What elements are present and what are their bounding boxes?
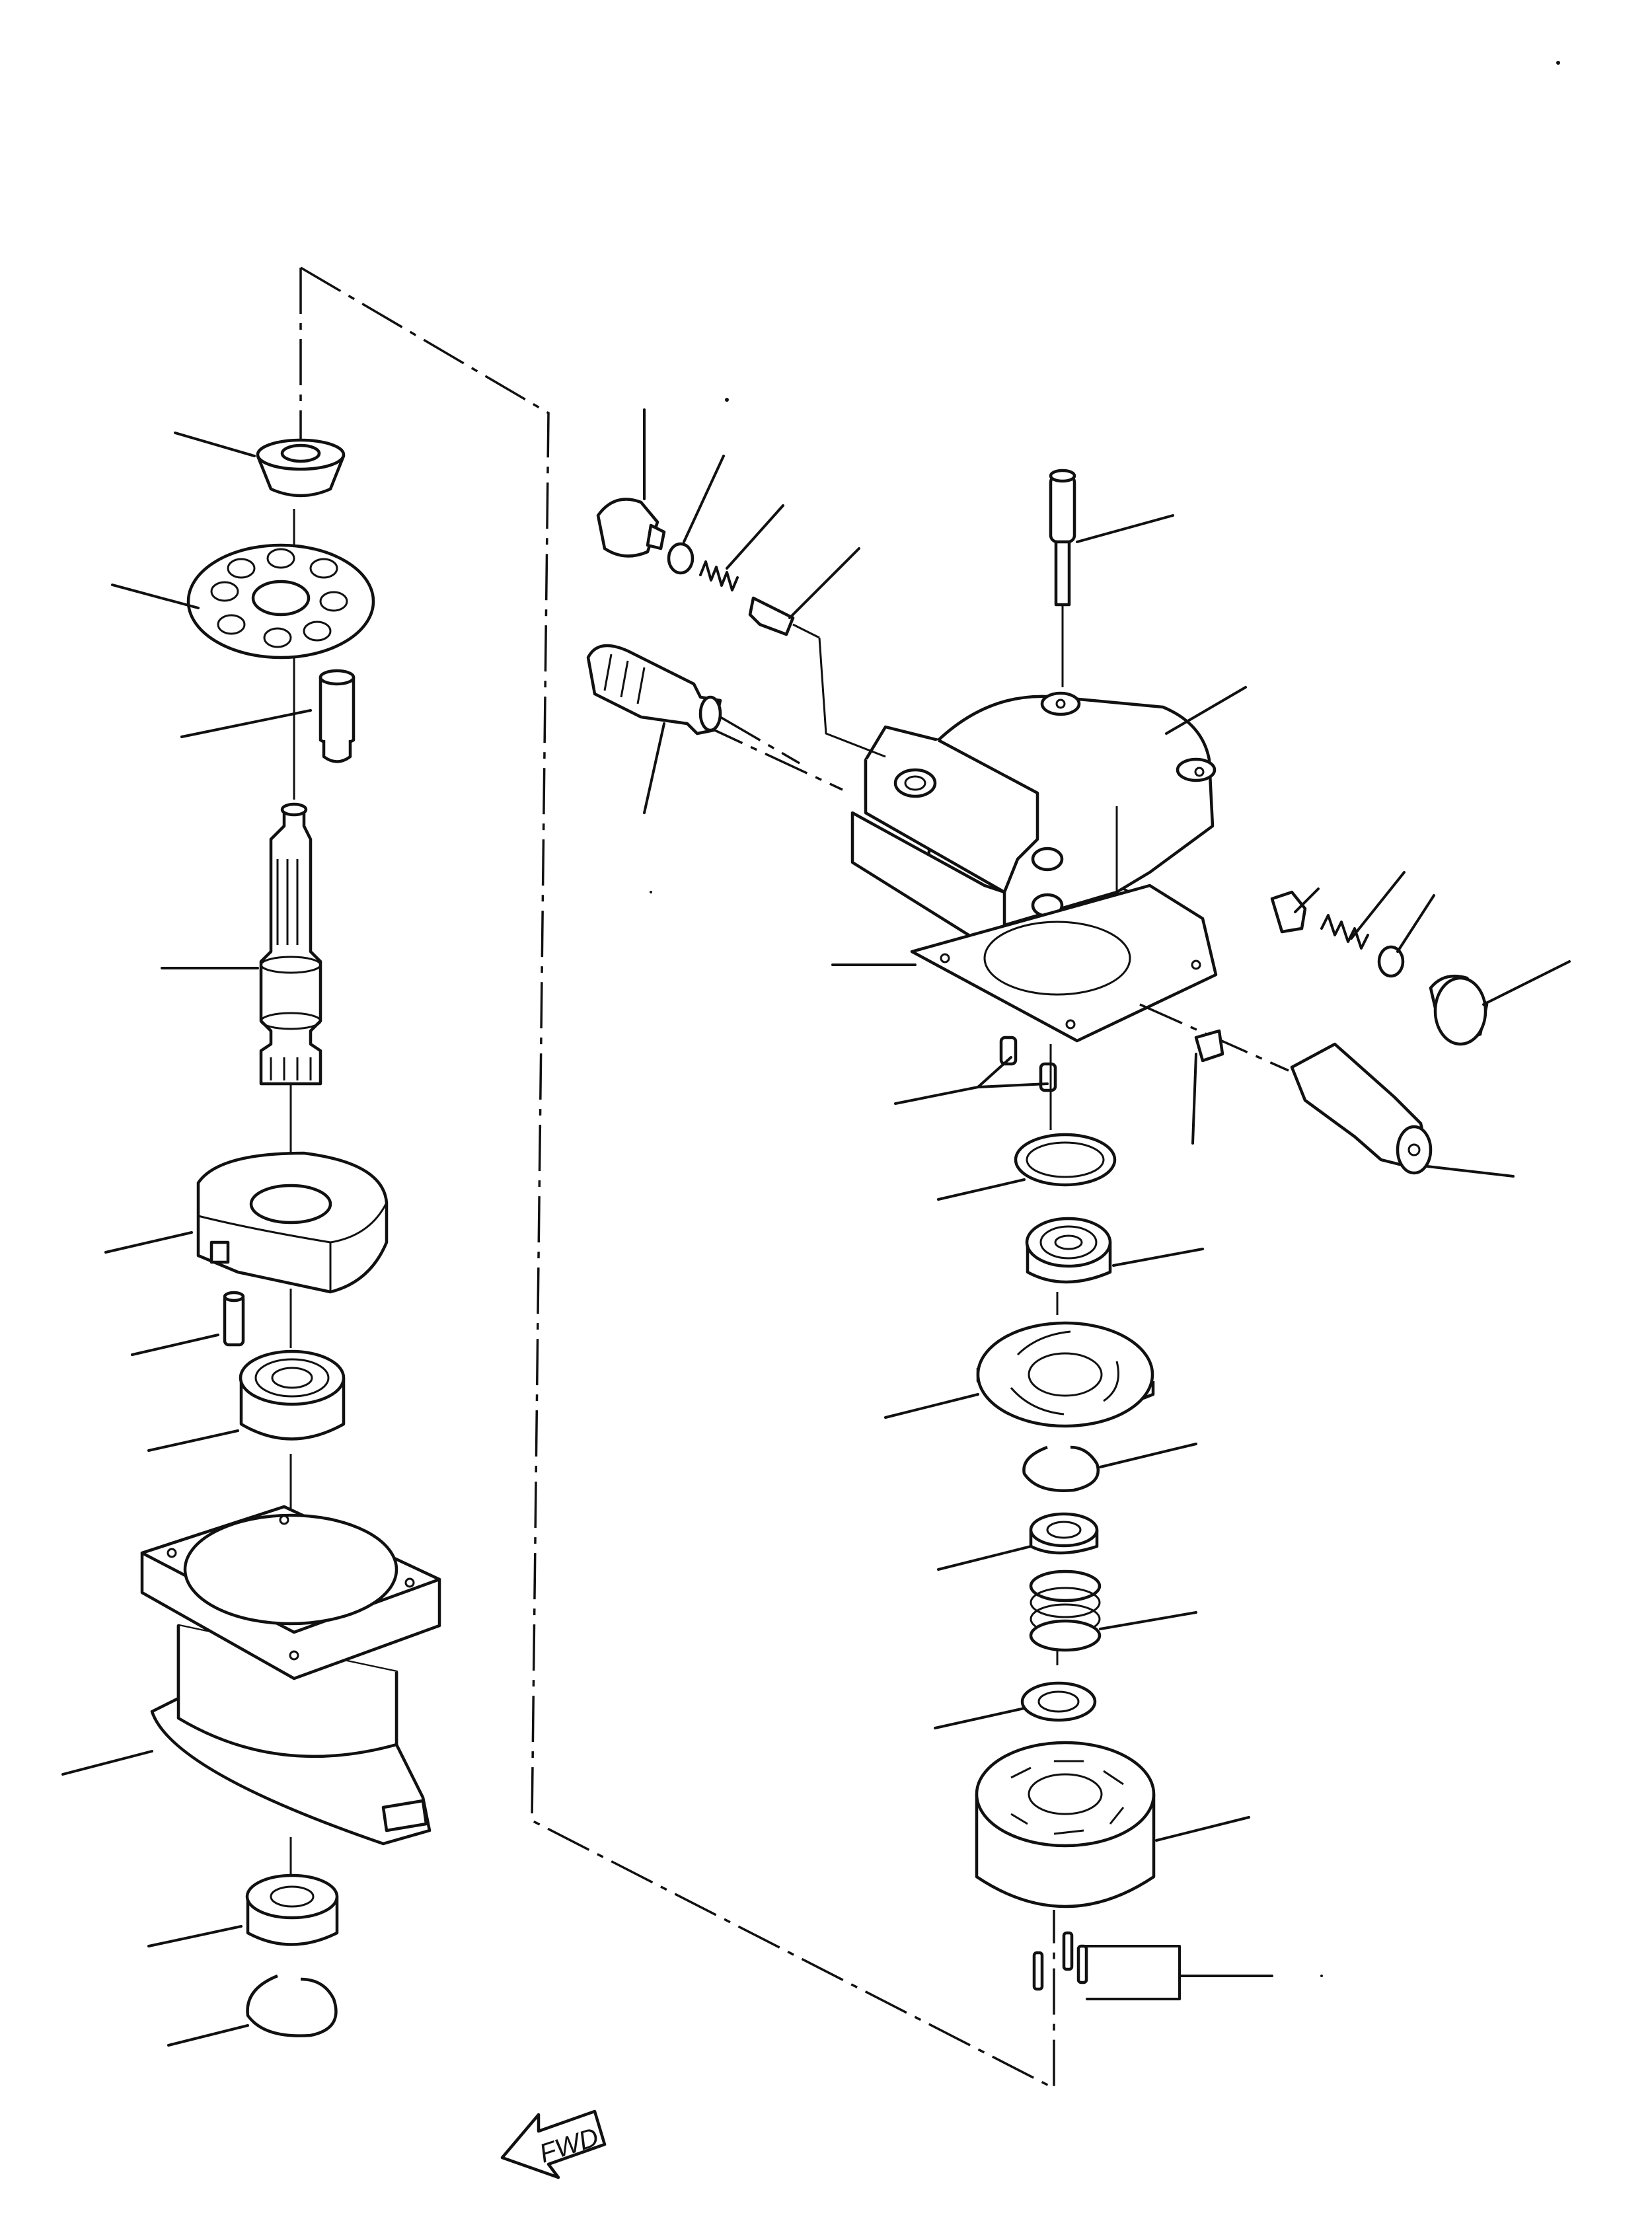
cone-nut xyxy=(256,438,346,498)
valve-cover xyxy=(850,691,1217,954)
right-leader-lines xyxy=(643,408,1571,2000)
ball-bearing-right xyxy=(1025,1217,1112,1284)
plug-upper-left xyxy=(596,498,666,558)
poppet-upper-left xyxy=(748,596,886,758)
coil-spring xyxy=(1029,1569,1102,1652)
o-ring-right xyxy=(1377,945,1405,978)
spring-right xyxy=(1320,914,1369,950)
perforated-plate xyxy=(186,543,375,660)
oil-seal xyxy=(245,1873,339,1946)
pin xyxy=(223,1291,245,1347)
spring-upper-left xyxy=(699,560,739,591)
left-leader-lines xyxy=(61,432,312,2047)
spring-seat xyxy=(1029,1512,1099,1555)
cap-screw xyxy=(1049,469,1076,687)
plug-right xyxy=(1429,974,1489,1046)
poppet-right xyxy=(1270,890,1307,934)
pin-set xyxy=(1032,1931,1088,1991)
snap-ring-right xyxy=(1022,1445,1100,1492)
dowel-pins xyxy=(999,1036,1057,1092)
ball-bearing xyxy=(239,1349,346,1441)
scan-specks xyxy=(650,61,1560,1977)
splined-shaft xyxy=(259,802,322,1086)
snap-ring xyxy=(246,1974,338,2037)
washer xyxy=(1020,1681,1097,1722)
valve-plug xyxy=(319,669,356,763)
o-ring-upper-left xyxy=(667,542,695,575)
gasket xyxy=(910,884,1218,1043)
cylinder-block xyxy=(975,1741,1156,1908)
valve-plate xyxy=(976,1321,1155,1428)
forward-direction-arrow: FWD xyxy=(500,2109,607,2179)
pump-housing xyxy=(140,1505,441,1846)
relief-valve-lower xyxy=(1139,1003,1433,1175)
relief-valve-upper xyxy=(586,644,800,765)
swash-block xyxy=(196,1151,389,1294)
plug-small xyxy=(1194,1029,1224,1063)
o-ring xyxy=(1014,1133,1117,1187)
